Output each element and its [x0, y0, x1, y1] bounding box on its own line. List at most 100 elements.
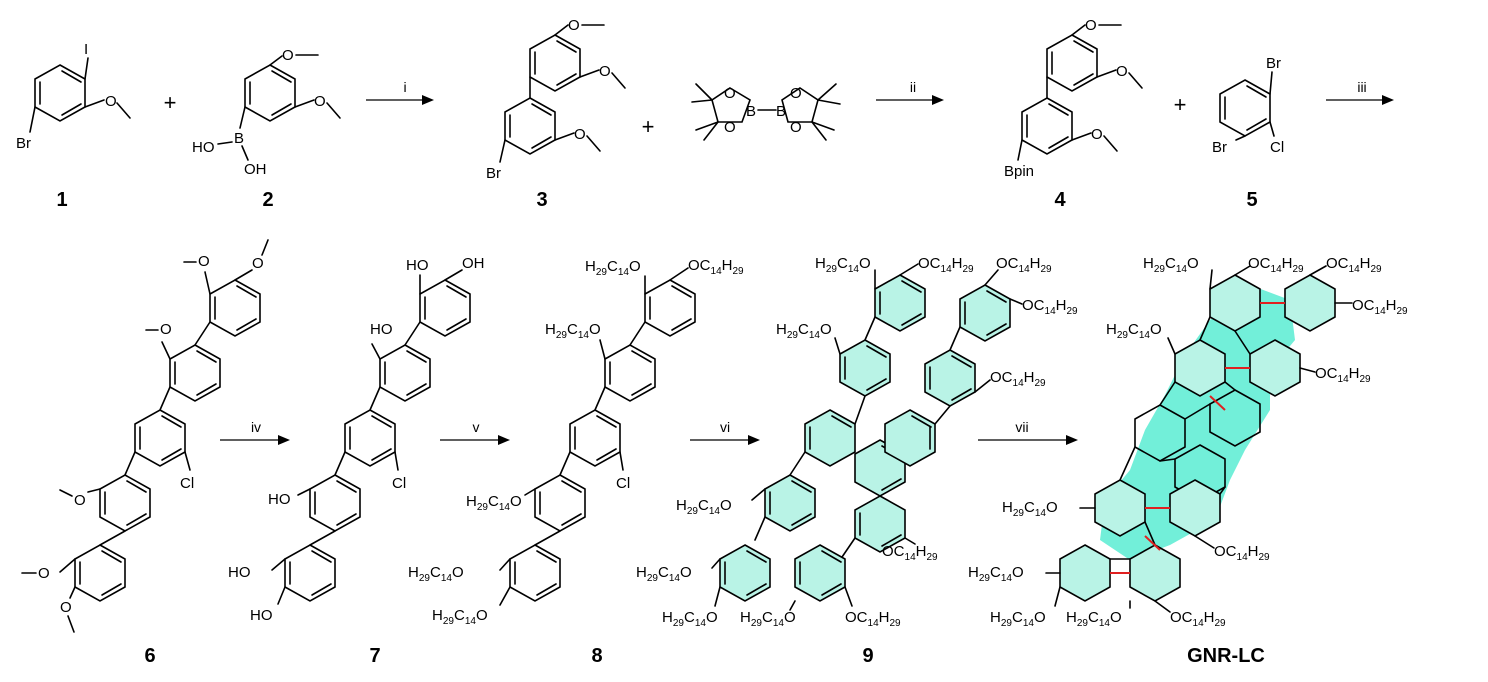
atom-oxygen: O — [790, 85, 802, 102]
atom-oxygen: O — [160, 321, 172, 338]
reaction-arrow-i: i — [366, 79, 434, 105]
compound-7-structure: HO OH HO Cl HO HO HO — [228, 255, 485, 624]
step-label-vi: vi — [720, 419, 730, 435]
gnr-lc-structure: H29C14O OC14H29 OC14H29 OC14H29 H29C14O … — [968, 255, 1408, 629]
hydroxyl-group: HO — [250, 607, 273, 624]
hydroxyl-group: HO — [192, 139, 215, 156]
bis-pinacolato-diboron: O O B B O O — [691, 83, 841, 141]
compound-3-structure: O O O Br — [486, 17, 626, 182]
reaction-arrow-vii: vii — [978, 419, 1078, 445]
reaction-arrow-vi: vi — [690, 419, 760, 445]
step-label-vii: vii — [1015, 419, 1028, 435]
atom-oxygen: O — [724, 85, 736, 102]
tetradecyloxy-chain: H29C14O — [662, 609, 718, 629]
atom-oxygen: O — [724, 119, 736, 136]
atom-chlorine: Cl — [616, 475, 630, 492]
tetradecyloxy-chain: H29C14O — [990, 609, 1046, 629]
tetradecyloxy-chain: H29C14O — [1002, 499, 1058, 519]
tetradecyloxy-chain: H29C14O — [968, 564, 1024, 584]
compound-8-structure: H29C14O OC14H29 H29C14O Cl H29C14O H29C1… — [408, 257, 744, 627]
compound-5-structure: Br Cl Br — [1212, 55, 1284, 156]
atom-oxygen: O — [1116, 63, 1128, 80]
hydroxyl-group: HO — [228, 564, 251, 581]
atom-oxygen: O — [314, 93, 326, 110]
hydroxyl-group: OH — [244, 161, 267, 178]
tetradecyloxy-chain: OC14H29 — [1352, 297, 1408, 317]
compound-label-7: 7 — [369, 645, 380, 667]
compound-label-1: 1 — [56, 189, 67, 211]
compound-label-2: 2 — [262, 189, 273, 211]
atom-bromine: Br — [486, 165, 501, 182]
compound-label-4: 4 — [1054, 189, 1066, 211]
atom-oxygen: O — [198, 253, 210, 270]
atom-chlorine: Cl — [180, 475, 194, 492]
atom-oxygen: O — [105, 93, 117, 110]
compound-label-3: 3 — [536, 189, 547, 211]
tetradecyloxy-chain: H29C14O — [545, 321, 601, 341]
compound-9-structure: H29C14O OC14H29 H29C14O OC14H29 OC14H29 … — [636, 255, 1078, 629]
compound-label-gnr-lc: GNR-LC — [1187, 645, 1265, 667]
step-label-iv: iv — [251, 419, 261, 435]
step-label-v: v — [473, 419, 480, 435]
tetradecyloxy-chain: H29C14O — [815, 255, 871, 275]
tetradecyloxy-chain: OC14H29 — [918, 255, 974, 275]
tetradecyloxy-chain: H29C14O — [432, 607, 488, 627]
atom-oxygen: O — [790, 119, 802, 136]
tetradecyloxy-chain: H29C14O — [408, 564, 464, 584]
atom-chlorine: Cl — [392, 475, 406, 492]
tetradecyloxy-chain: OC14H29 — [1170, 609, 1226, 629]
atom-boron: B — [234, 130, 244, 147]
reaction-arrow-v: v — [440, 419, 510, 445]
compound-1-structure: I O Br — [16, 41, 131, 152]
atom-oxygen: O — [252, 255, 264, 272]
tetradecyloxy-chain: OC14H29 — [1248, 255, 1304, 275]
tetradecyloxy-chain: H29C14O — [1066, 609, 1122, 629]
atom-boron: B — [746, 103, 756, 120]
reaction-arrow-ii: ii — [876, 79, 944, 105]
reaction-arrow-iv: iv — [220, 419, 290, 445]
boronate-ester-bpin: Bpin — [1004, 163, 1034, 180]
atom-oxygen: O — [568, 17, 580, 34]
atom-oxygen: O — [74, 492, 86, 509]
hydroxyl-group: HO — [406, 257, 429, 274]
compound-label-9: 9 — [862, 645, 873, 667]
tetradecyloxy-chain: OC14H29 — [1214, 543, 1270, 563]
compound-label-5: 5 — [1246, 189, 1257, 211]
atom-oxygen: O — [282, 47, 294, 64]
hydroxyl-group: HO — [370, 321, 393, 338]
compound-4-structure: O O O Bpin — [1004, 17, 1143, 180]
atom-boron: B — [776, 103, 786, 120]
compound-label-8: 8 — [591, 645, 602, 667]
atom-chlorine: Cl — [1270, 139, 1284, 156]
tetradecyloxy-chain: OC14H29 — [688, 257, 744, 277]
atom-bromine: Br — [16, 135, 31, 152]
atom-oxygen: O — [1085, 17, 1097, 34]
plus-sign: + — [1174, 92, 1187, 117]
compound-6-structure: O O O Cl O O O — [21, 239, 269, 633]
tetradecyloxy-chain: OC14H29 — [1022, 297, 1078, 317]
plus-sign: + — [642, 114, 655, 139]
atom-oxygen: O — [38, 565, 50, 582]
plus-sign: + — [164, 90, 177, 115]
reaction-arrow-iii: iii — [1326, 79, 1394, 105]
step-label-ii: ii — [910, 79, 916, 95]
step-label-i: i — [403, 79, 406, 95]
compound-label-6: 6 — [144, 645, 155, 667]
tetradecyloxy-chain: H29C14O — [676, 497, 732, 517]
atom-bromine: Br — [1266, 55, 1281, 72]
atom-oxygen: O — [60, 599, 72, 616]
tetradecyloxy-chain: OC14H29 — [1315, 365, 1371, 385]
tetradecyloxy-chain: OC14H29 — [845, 609, 901, 629]
tetradecyloxy-chain: OC14H29 — [1326, 255, 1382, 275]
tetradecyloxy-chain: H29C14O — [1143, 255, 1199, 275]
atom-oxygen: O — [599, 63, 611, 80]
atom-oxygen: O — [574, 126, 586, 143]
tetradecyloxy-chain: H29C14O — [636, 564, 692, 584]
tetradecyloxy-chain: OC14H29 — [996, 255, 1052, 275]
compound-2-structure: O O B HO OH — [192, 47, 341, 178]
hydroxyl-group: OH — [462, 255, 485, 272]
atom-iodine: I — [84, 41, 88, 58]
tetradecyloxy-chain: OC14H29 — [990, 369, 1046, 389]
atom-bromine: Br — [1212, 139, 1227, 156]
